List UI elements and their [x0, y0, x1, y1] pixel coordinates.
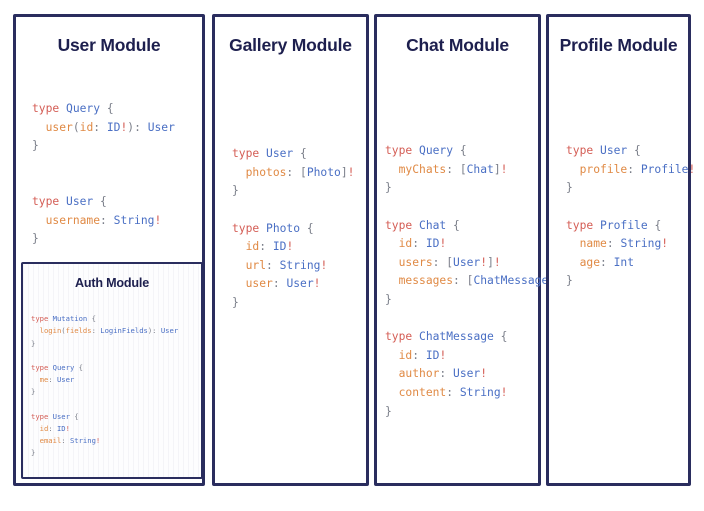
module-title-gallery: Gallery Module: [229, 35, 352, 55]
module-card-user[interactable]: User Module type Query { user(id: ID!): …: [13, 14, 205, 486]
module-card-auth[interactable]: Auth Module type Mutation { login(fields…: [21, 262, 203, 479]
module-card-chat[interactable]: Chat Module type Query { myChats: [Chat]…: [374, 14, 562, 486]
code-block-profile: type User { profile: Profile! } type Pro…: [566, 131, 695, 302]
code-block-chat: type Query { myChats: [Chat]! } type Cha…: [385, 131, 562, 433]
graphql-code-auth: type Mutation { login(fields: LoginField…: [31, 314, 179, 458]
graphql-code-chat: type Query { myChats: [Chat]! } type Cha…: [385, 144, 562, 418]
code-block-auth: type Mutation { login(fields: LoginField…: [31, 306, 178, 467]
module-title-user: User Module: [57, 35, 161, 55]
module-title-auth: Auth Module: [74, 276, 150, 290]
code-block-user: type Query { user(id: ID!): User } type …: [32, 89, 175, 260]
module-title-profile: Profile Module: [559, 35, 678, 55]
module-card-profile[interactable]: Profile Module type User { profile: Prof…: [546, 14, 695, 486]
graphql-code-profile: type User { profile: Profile! } type Pro…: [566, 144, 696, 288]
code-block-gallery: type User { photos: [Photo]! } type Phot…: [232, 134, 354, 324]
module-card-gallery[interactable]: Gallery Module type User { photos: [Phot…: [212, 14, 369, 486]
graphql-code-gallery: type User { photos: [Photo]! } type Phot…: [232, 147, 355, 310]
graphql-code-user: type Query { user(id: ID!): User } type …: [32, 102, 175, 246]
module-title-chat: Chat Module: [406, 35, 509, 55]
